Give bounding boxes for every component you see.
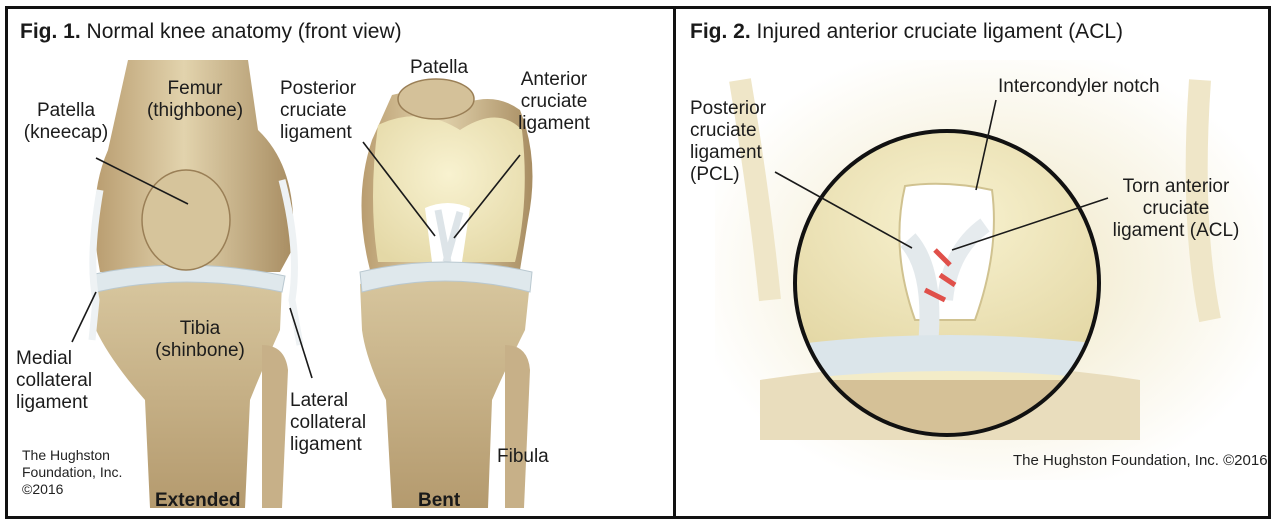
meniscus-bent-shape bbox=[359, 261, 533, 293]
acl-tear-shape bbox=[923, 248, 957, 303]
fibula-bent-shape bbox=[505, 345, 530, 508]
fig1-leader-lines bbox=[71, 141, 521, 379]
fig1-title: Fig. 1. Normal knee anatomy (front view) bbox=[20, 20, 402, 44]
label-lateral-collateral: Lateral collateral ligament bbox=[290, 390, 367, 455]
label-tibia: Tibia (shinbone) bbox=[155, 318, 245, 361]
fig2-number: Fig. 2. bbox=[690, 20, 751, 43]
label-patella-kneecap: Patella (kneecap) bbox=[23, 100, 109, 143]
lateral-ligament-shape bbox=[278, 179, 304, 346]
fig2-title: Fig. 2. Injured anterior cruciate ligame… bbox=[690, 20, 1123, 44]
label-anterior-cruciate: Anterior cruciate ligament bbox=[518, 69, 590, 134]
kneecap-shape bbox=[141, 169, 231, 271]
meniscus-extended-shape bbox=[94, 264, 286, 293]
fig1-number: Fig. 1. bbox=[20, 20, 81, 43]
fig1-credit: The Hughston Foundation, Inc. ©2016 bbox=[22, 447, 123, 497]
tibia-extended-shape bbox=[92, 273, 282, 508]
caption-extended: Extended bbox=[155, 490, 241, 511]
medial-ligament-shape bbox=[88, 189, 104, 341]
cruciate-bent-shape bbox=[434, 209, 464, 263]
magnifier-circle bbox=[793, 129, 1101, 437]
caption-bent: Bent bbox=[418, 490, 461, 511]
bent-knee-illustration bbox=[359, 78, 533, 508]
tibia-bent-shape bbox=[360, 271, 530, 508]
extended-knee-illustration bbox=[88, 60, 304, 508]
condyle-cartilage-shape bbox=[373, 116, 525, 262]
fig2-credit: The Hughston Foundation, Inc. ©2016 bbox=[1013, 452, 1268, 469]
fig2-leader-lines bbox=[774, 99, 1109, 251]
acl-shape bbox=[937, 218, 990, 301]
fig1-title-text: Normal knee anatomy (front view) bbox=[86, 20, 402, 43]
label-fibula: Fibula bbox=[497, 446, 549, 467]
label-intercondyler-notch: Intercondyler notch bbox=[998, 76, 1160, 97]
label-patella: Patella bbox=[410, 57, 469, 78]
label-torn-acl: Torn anterior cruciate ligament (ACL) bbox=[1112, 176, 1240, 241]
label-femur: Femur (thighbone) bbox=[146, 78, 244, 121]
meniscus-fig2-shape bbox=[795, 335, 1099, 380]
label-pcl-fig2: Posterior cruciate ligament (PCL) bbox=[690, 98, 767, 185]
fibula-extended-shape bbox=[262, 345, 288, 508]
pcl-shape bbox=[900, 233, 940, 346]
patella-bent-shape bbox=[397, 78, 475, 120]
label-posterior-cruciate: Posterior cruciate ligament bbox=[280, 78, 357, 143]
fig2-title-text: Injured anterior cruciate ligament (ACL) bbox=[756, 20, 1124, 43]
panel-divider bbox=[673, 6, 676, 519]
label-medial-collateral: Medial collateral ligament bbox=[16, 348, 93, 413]
